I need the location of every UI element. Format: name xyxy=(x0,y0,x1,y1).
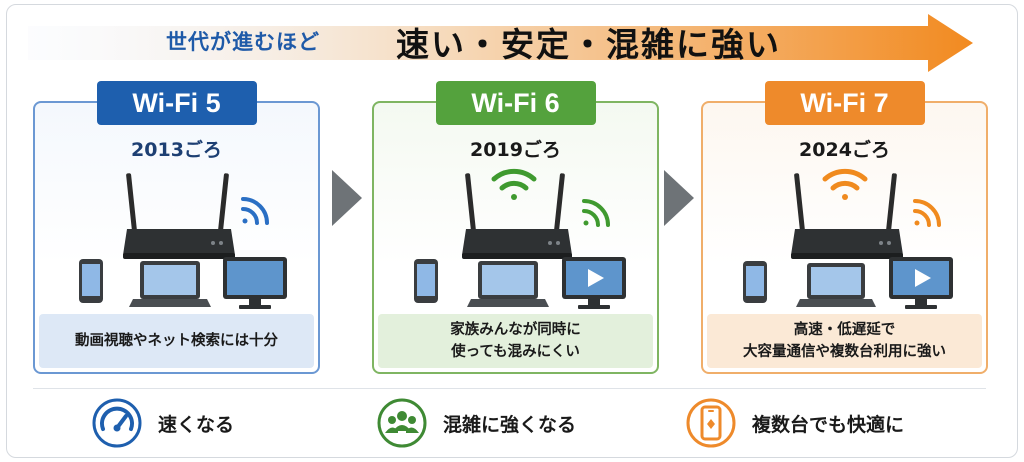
smartphone-icon xyxy=(743,261,767,303)
monitor-icon xyxy=(562,257,626,309)
headline-title: 速い・安定・混雑に強い xyxy=(396,25,781,64)
wifi6-desc-line-2: 使っても混みにくい xyxy=(451,344,580,360)
chevron-right-icon xyxy=(332,170,362,226)
monitor-icon xyxy=(223,257,287,309)
card-wifi6: Wi-Fi 6 2019ごろ xyxy=(372,81,659,374)
wifi7-description: 高速・低遅延で 大容量通信や複数台利用に強い xyxy=(707,314,982,368)
wifi7-desc-line-2: 大容量通信や複数台利用に強い xyxy=(743,344,946,360)
wifi5-desc-line-1: 動画視聴やネット検索には十分 xyxy=(75,333,278,349)
smartphone-icon xyxy=(414,259,438,303)
wifi-signal-icon xyxy=(913,199,941,227)
wifi6-illustration xyxy=(414,168,626,309)
feature-congestion: 混雑に強くなる xyxy=(377,398,576,448)
wifi7-illustration xyxy=(743,168,953,309)
router-icon xyxy=(462,173,572,259)
speedometer-icon xyxy=(92,398,142,448)
laptop-icon xyxy=(129,261,211,307)
smartphone-icon xyxy=(686,398,736,448)
wifi6-description: 家族みんなが同時に 使っても混みにくい xyxy=(378,314,653,368)
headline-subtitle: 世代が進むほど xyxy=(166,30,320,54)
wifi-signal-icon xyxy=(241,197,269,225)
monitor-icon xyxy=(889,257,953,309)
feature-speed-label: 速くなる xyxy=(158,413,235,436)
wifi5-description: 動画視聴やネット検索には十分 xyxy=(39,314,314,368)
wifi-signal-top-icon xyxy=(822,168,868,200)
wifi5-badge: Wi-Fi 5 xyxy=(96,81,257,125)
feature-multidevice-label: 複数台でも快適に xyxy=(752,413,905,436)
laptop-icon xyxy=(467,261,549,307)
wifi6-desc-line-1: 家族みんなが同時に xyxy=(450,322,581,338)
router-icon xyxy=(791,173,903,259)
feature-speed: 速くなる xyxy=(92,398,234,448)
wifi6-badge: Wi-Fi 6 xyxy=(435,81,596,125)
smartphone-icon xyxy=(79,259,103,303)
feature-multidevice: 複数台でも快適に xyxy=(686,398,904,448)
wifi7-badge: Wi-Fi 7 xyxy=(764,81,925,125)
feature-congestion-label: 混雑に強くなる xyxy=(443,413,577,436)
wifi7-desc-line-1: 高速・低遅延で xyxy=(793,322,896,338)
progress-arrow-icon xyxy=(28,14,973,72)
divider xyxy=(33,388,986,389)
chevron-right-icon xyxy=(664,170,694,226)
laptop-icon xyxy=(796,263,876,307)
card-wifi7: Wi-Fi 7 2024ごろ xyxy=(701,81,988,374)
wifi-signal-top-icon xyxy=(491,168,537,200)
wifi5-illustration xyxy=(79,173,287,309)
wifi6-year: 2019ごろ xyxy=(470,139,561,161)
wifi7-year: 2024ごろ xyxy=(799,139,890,161)
headline-banner: 世代が進むほど 速い・安定・混雑に強い xyxy=(28,14,973,72)
wifi-signal-icon xyxy=(582,199,610,227)
router-icon xyxy=(123,173,235,259)
card-wifi5: Wi-Fi 5 2013ごろ 動 xyxy=(33,81,320,374)
wifi5-year: 2013ごろ xyxy=(131,139,222,161)
people-group-icon xyxy=(377,398,427,448)
